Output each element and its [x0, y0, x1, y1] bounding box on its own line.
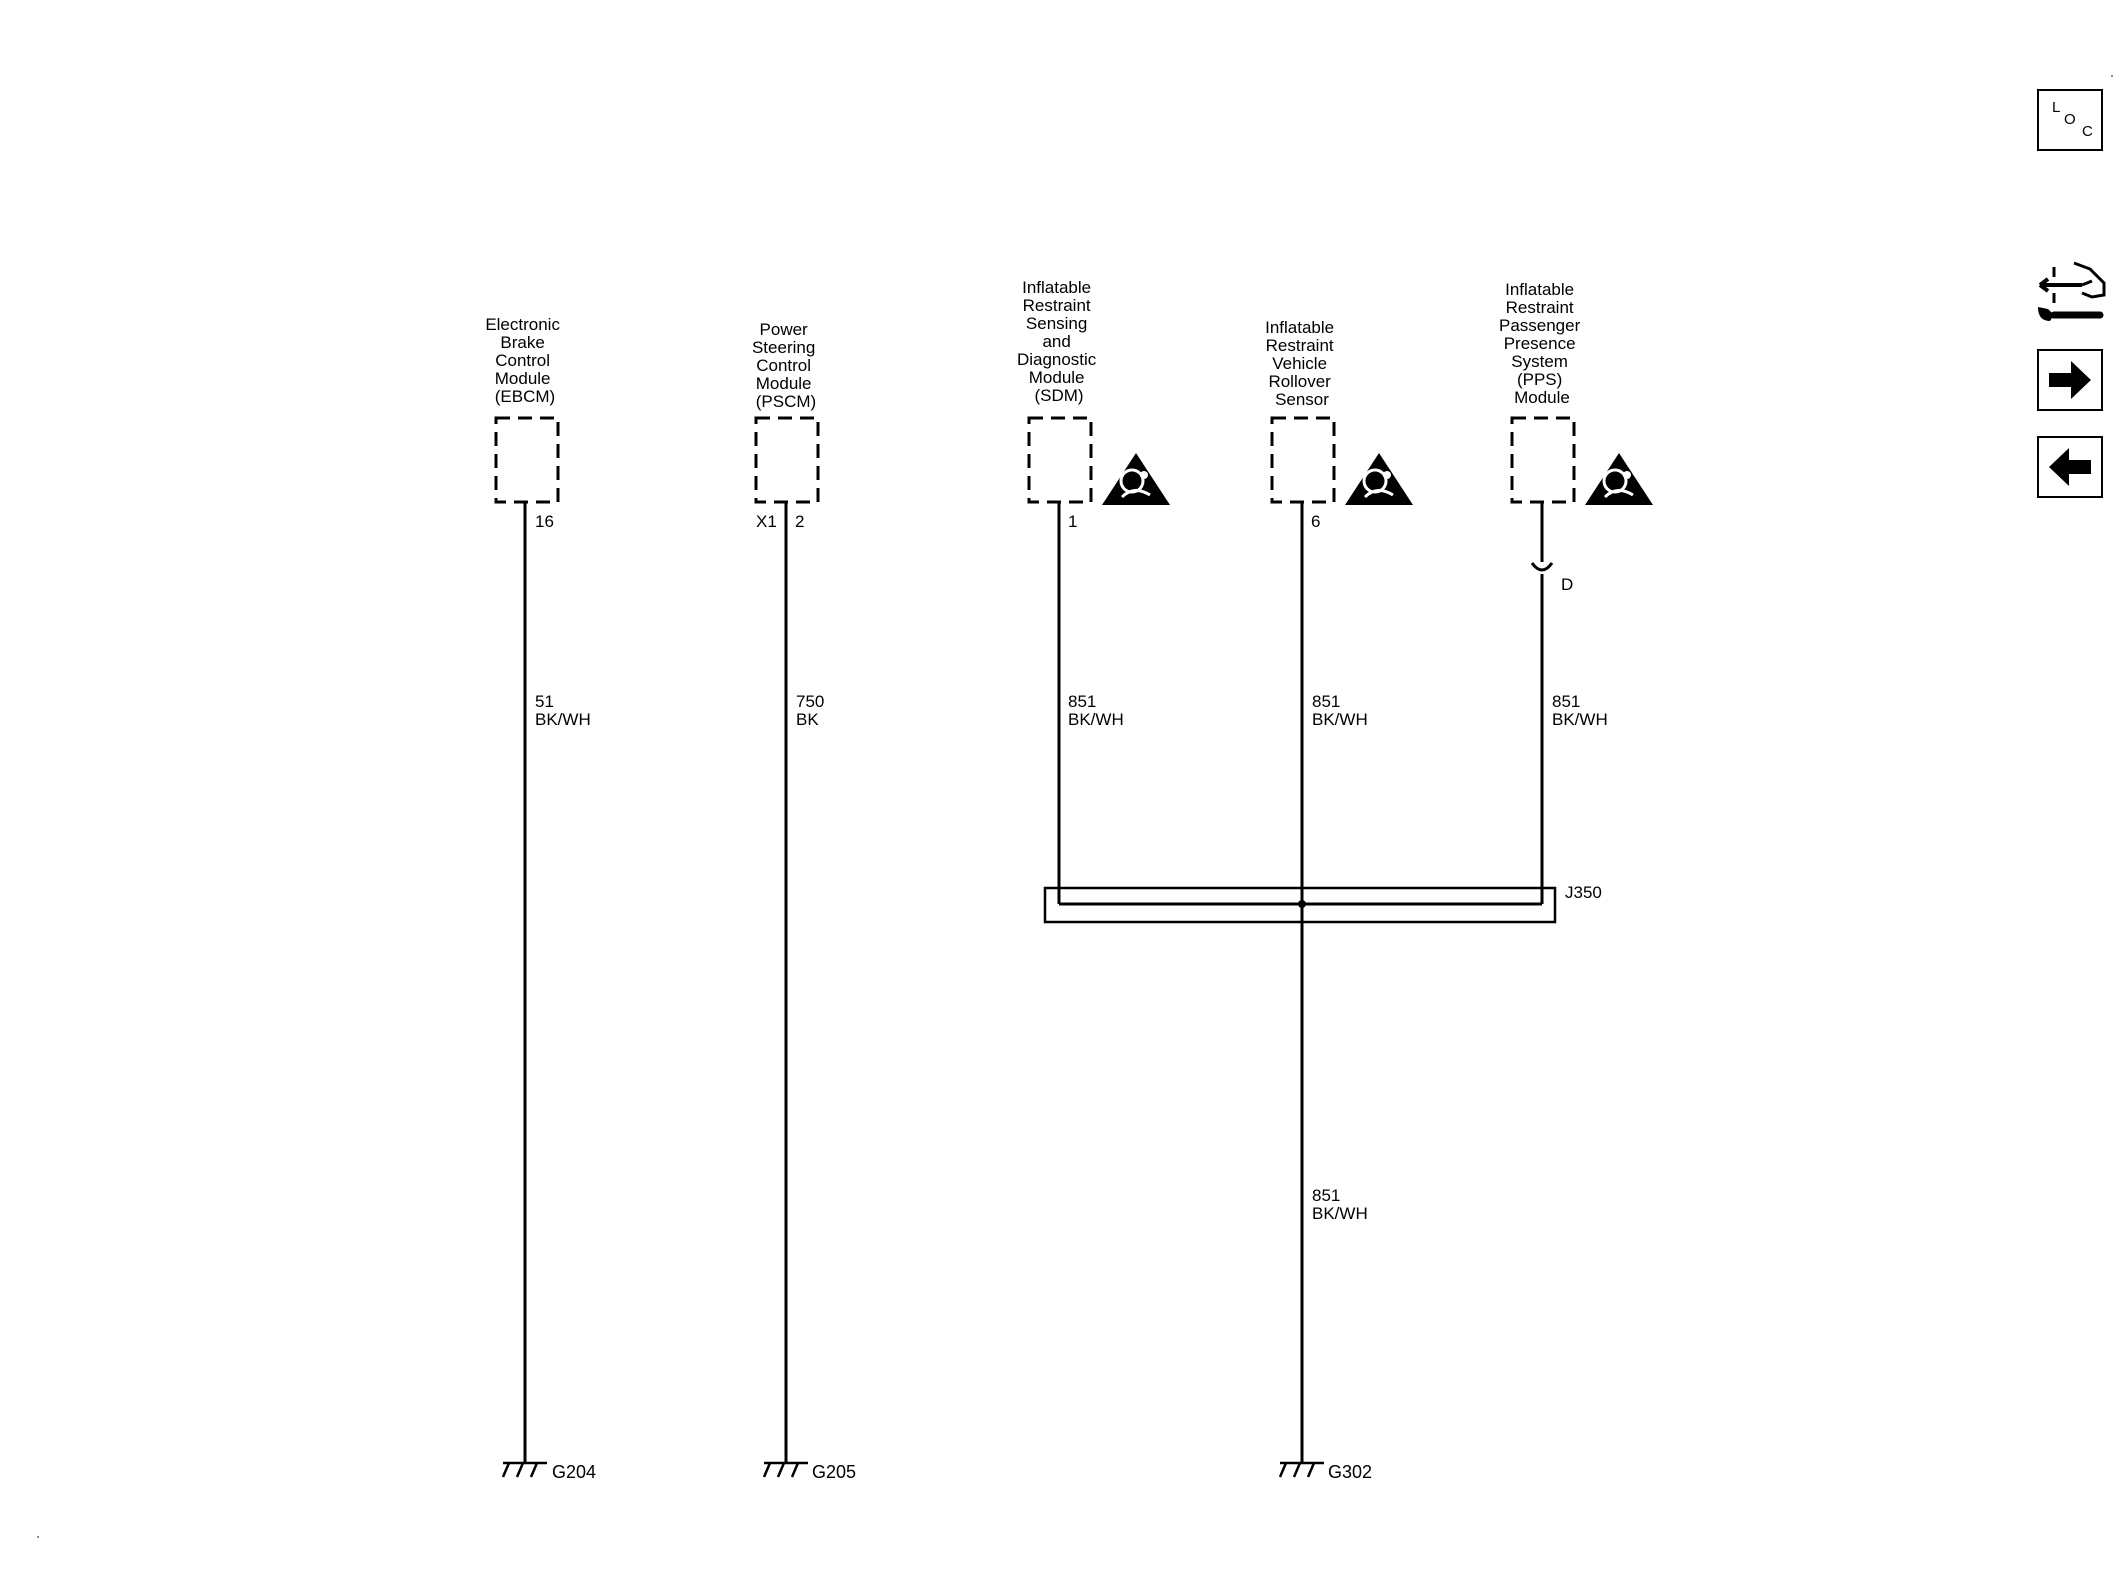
pscm-connector: X1	[756, 512, 777, 531]
wire-rollover-lower-label: 851 BK/WH	[1312, 1186, 1368, 1223]
pscm-module-box	[754, 416, 820, 504]
wire-rollover-label: 851 BK/WH	[1312, 692, 1368, 729]
sdm-module-box	[1027, 416, 1093, 504]
pscm-component: Power Steering Control Module (PSCM) X1 …	[752, 320, 820, 531]
wire-pps-label: 851 BK/WH	[1552, 692, 1608, 729]
ebcm-module-box	[494, 416, 560, 504]
connector-wrench-button[interactable]	[2034, 255, 2110, 331]
wire-ebcm-label: 51 BK/WH	[535, 692, 591, 729]
connector-wrench-icon	[2038, 261, 2106, 321]
splice-junction-dot	[1298, 900, 1306, 908]
inline-connector-symbol	[1530, 562, 1554, 572]
rollover-sensor-box	[1270, 416, 1336, 504]
loc-letter-c: C	[2082, 123, 2093, 140]
ground-label-g204: G204	[552, 1462, 596, 1482]
pps-module-box	[1510, 416, 1576, 504]
sdm-component: Inflatable Restraint Sensing and Diagnos…	[1017, 278, 1172, 531]
pscm-title: Power Steering Control Module (PSCM)	[752, 320, 820, 411]
splice-pack-j350: J350	[1043, 883, 1602, 924]
ground-label-g205: G205	[812, 1462, 856, 1482]
splice-pack-box	[1043, 886, 1557, 924]
pscm-pin: 2	[795, 512, 804, 531]
ebcm-pin: 16	[535, 512, 554, 531]
loc-letter-o: O	[2064, 111, 2076, 128]
ground-symbol-g205	[762, 1461, 810, 1479]
pps-inline-pin: D	[1561, 575, 1573, 594]
ground-symbol-g204	[501, 1461, 549, 1479]
airbag-warning-icon	[1583, 451, 1655, 507]
rollover-sensor-title: Inflatable Restraint Vehicle Rollover Se…	[1265, 318, 1339, 409]
wire-pscm-label: 750 BK	[796, 692, 829, 729]
airbag-warning-icon	[1343, 451, 1415, 507]
airbag-warning-icon	[1100, 451, 1172, 507]
pps-module-title: Inflatable Restraint Passenger Presence …	[1499, 280, 1585, 407]
loc-button[interactable]: L O C	[2037, 89, 2103, 151]
sdm-pin: 1	[1068, 512, 1077, 531]
arrow-right-icon	[2049, 361, 2091, 399]
arrow-left-icon	[2049, 448, 2091, 486]
loc-letter-l: L	[2052, 99, 2061, 116]
ebcm-title: Electronic Brake Control Module (EBCM)	[485, 315, 564, 406]
ground-label-g302: G302	[1328, 1462, 1372, 1482]
next-page-button[interactable]	[2037, 349, 2103, 411]
rollover-sensor-component: Inflatable Restraint Vehicle Rollover Se…	[1265, 318, 1415, 531]
splice-label: J350	[1565, 883, 1602, 902]
wire-sdm-label: 851 BK/WH	[1068, 692, 1124, 729]
speck	[2111, 75, 2113, 77]
speck	[37, 1536, 39, 1538]
ground-symbol-g302	[1278, 1461, 1326, 1479]
pps-module-component: Inflatable Restraint Passenger Presence …	[1499, 280, 1655, 507]
previous-page-button[interactable]	[2037, 436, 2103, 498]
ebcm-component: Electronic Brake Control Module (EBCM) 1…	[485, 315, 564, 531]
rollover-sensor-pin: 6	[1311, 512, 1320, 531]
sdm-title: Inflatable Restraint Sensing and Diagnos…	[1017, 278, 1101, 405]
